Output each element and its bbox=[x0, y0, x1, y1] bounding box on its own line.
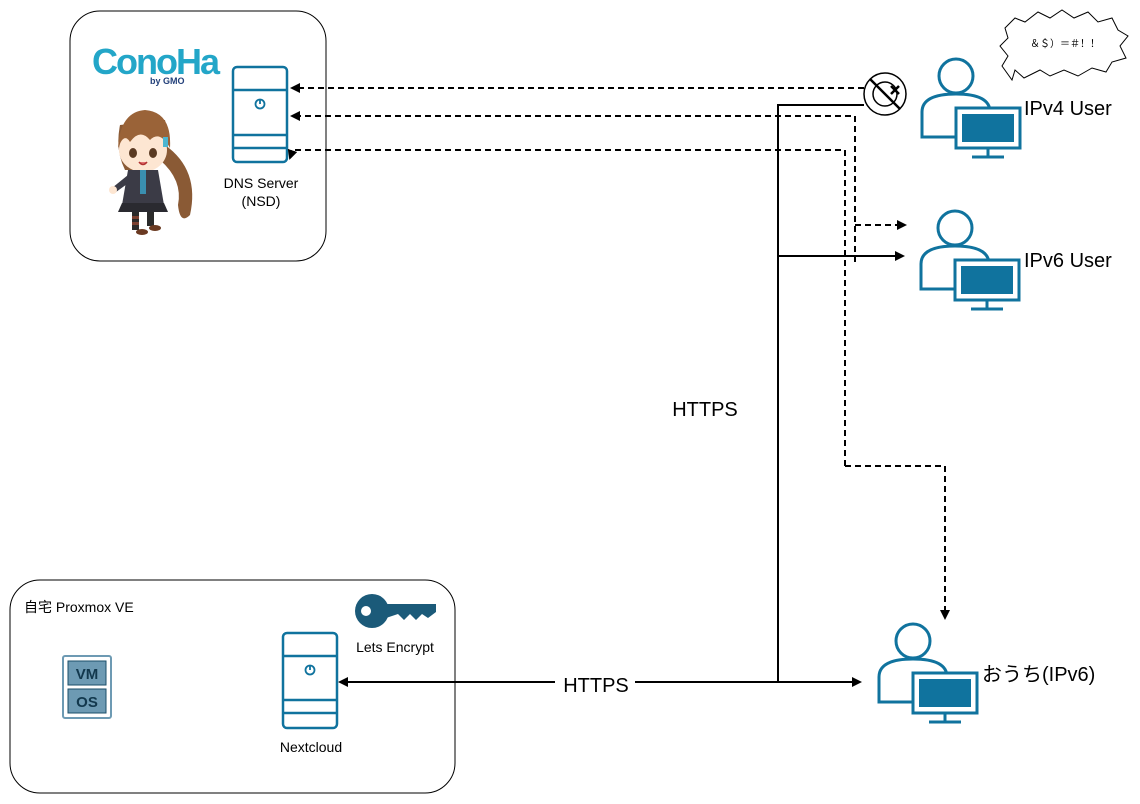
conoha-container: ConoHa by GMO bbox=[69, 10, 327, 262]
dns-query-lines bbox=[287, 83, 950, 620]
lets-encrypt-label: Lets Encrypt bbox=[356, 639, 434, 655]
mascot-image bbox=[109, 110, 193, 235]
dns-line-home-end bbox=[287, 148, 298, 160]
dns-line-home bbox=[291, 149, 846, 466]
nextcloud-label: Nextcloud bbox=[280, 739, 342, 755]
speech-bubble: ＆＄）＝＃！！ bbox=[999, 9, 1129, 82]
blocked-connection-icon bbox=[863, 72, 907, 116]
https-label-horizontal: HTTPS bbox=[563, 675, 629, 697]
os-label: OS bbox=[76, 694, 98, 711]
dns-server-label-line1: DNS Server bbox=[224, 175, 299, 191]
ipv6-user-label: IPv6 User bbox=[1024, 250, 1112, 272]
home-user-icon bbox=[877, 622, 979, 724]
vm-os-icon: VM OS bbox=[62, 655, 112, 719]
home-box-title: 自宅 Proxmox VE bbox=[24, 599, 134, 615]
vm-label: VM bbox=[76, 666, 99, 683]
ipv4-user-label: IPv4 User bbox=[1024, 98, 1112, 120]
speech-bubble-text: ＆＄）＝＃！！ bbox=[1030, 38, 1100, 50]
https-label-vertical: HTTPS bbox=[672, 399, 738, 421]
dns-line-ipv6 bbox=[290, 111, 856, 262]
dns-server-label-line2: (NSD) bbox=[242, 193, 281, 209]
dns-line-home-drop bbox=[845, 465, 950, 620]
nextcloud-server-icon bbox=[281, 631, 339, 730]
home-container: 自宅 Proxmox VE VM OS Lets Encrypt Nextclo… bbox=[9, 579, 456, 794]
conoha-logo-sub: by GMO bbox=[150, 76, 185, 86]
https-trunk bbox=[777, 104, 864, 682]
ipv6-user-icon bbox=[919, 209, 1021, 311]
key-icon bbox=[355, 594, 436, 628]
ipv4-user-icon bbox=[920, 57, 1022, 159]
dns-server-icon bbox=[231, 65, 289, 164]
home-user-label: おうち(IPv6) bbox=[982, 664, 1095, 686]
conoha-logo: ConoHa bbox=[92, 41, 221, 82]
